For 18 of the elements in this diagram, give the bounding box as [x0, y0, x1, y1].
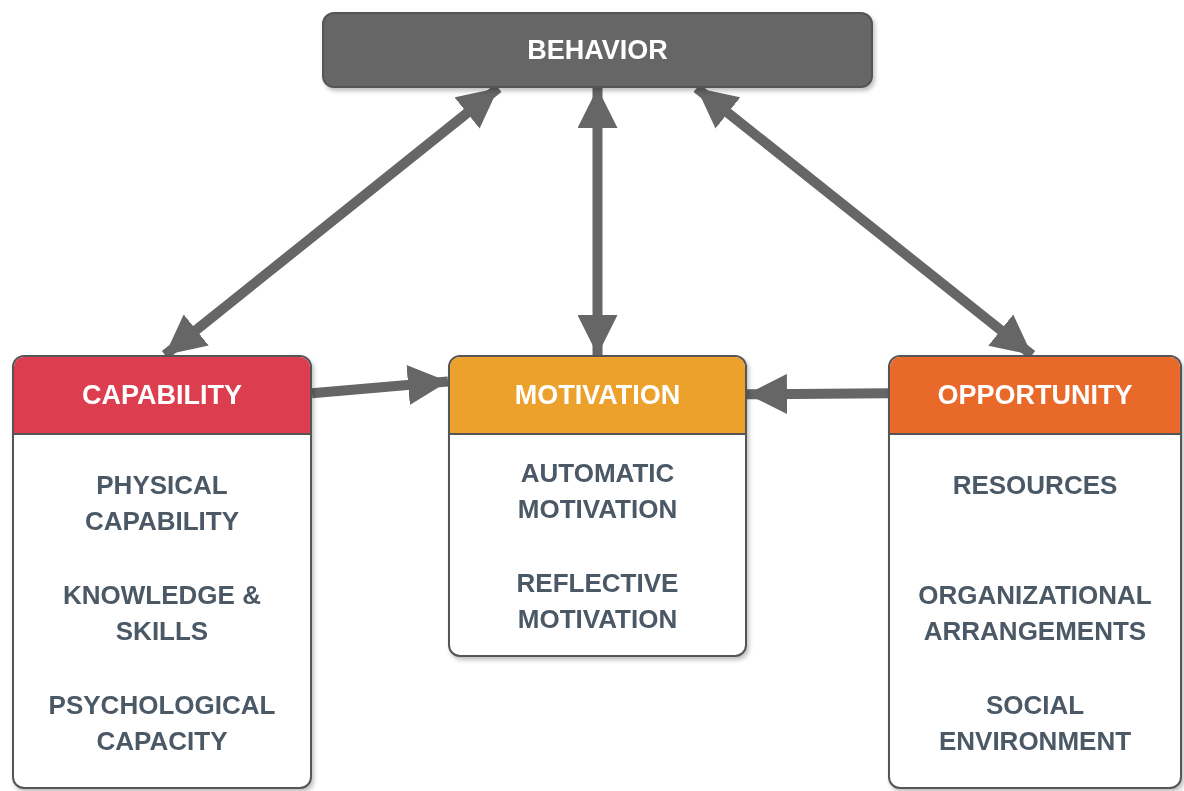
arrow	[577, 88, 618, 355]
component-card	[12, 355, 312, 789]
arrow	[746, 373, 889, 414]
factor-label: ORGANIZATIONAL ARRANGEMENTS	[917, 579, 1153, 648]
arrow	[311, 365, 449, 405]
factor-label: AUTOMATIC MOTIVATION	[516, 457, 679, 526]
factor-label: PSYCHOLOGICAL CAPACITY	[47, 689, 277, 758]
card-header: MOTIVATION	[450, 357, 745, 435]
card-header: OPPORTUNITY	[890, 357, 1180, 435]
component-card	[448, 355, 747, 657]
factor-label: REFLECTIVE MOTIVATION	[515, 567, 680, 636]
component-card	[888, 355, 1182, 789]
factor-label: KNOWLEDGE & SKILLS	[62, 579, 262, 648]
factor-label: SOCIAL ENVIRONMENT	[937, 689, 1133, 758]
factor-label: RESOURCES	[951, 469, 1119, 502]
card-header: CAPABILITY	[14, 357, 310, 435]
behavior-box: BEHAVIOR	[322, 12, 873, 88]
factor-label: PHYSICAL CAPABILITY	[83, 469, 241, 538]
